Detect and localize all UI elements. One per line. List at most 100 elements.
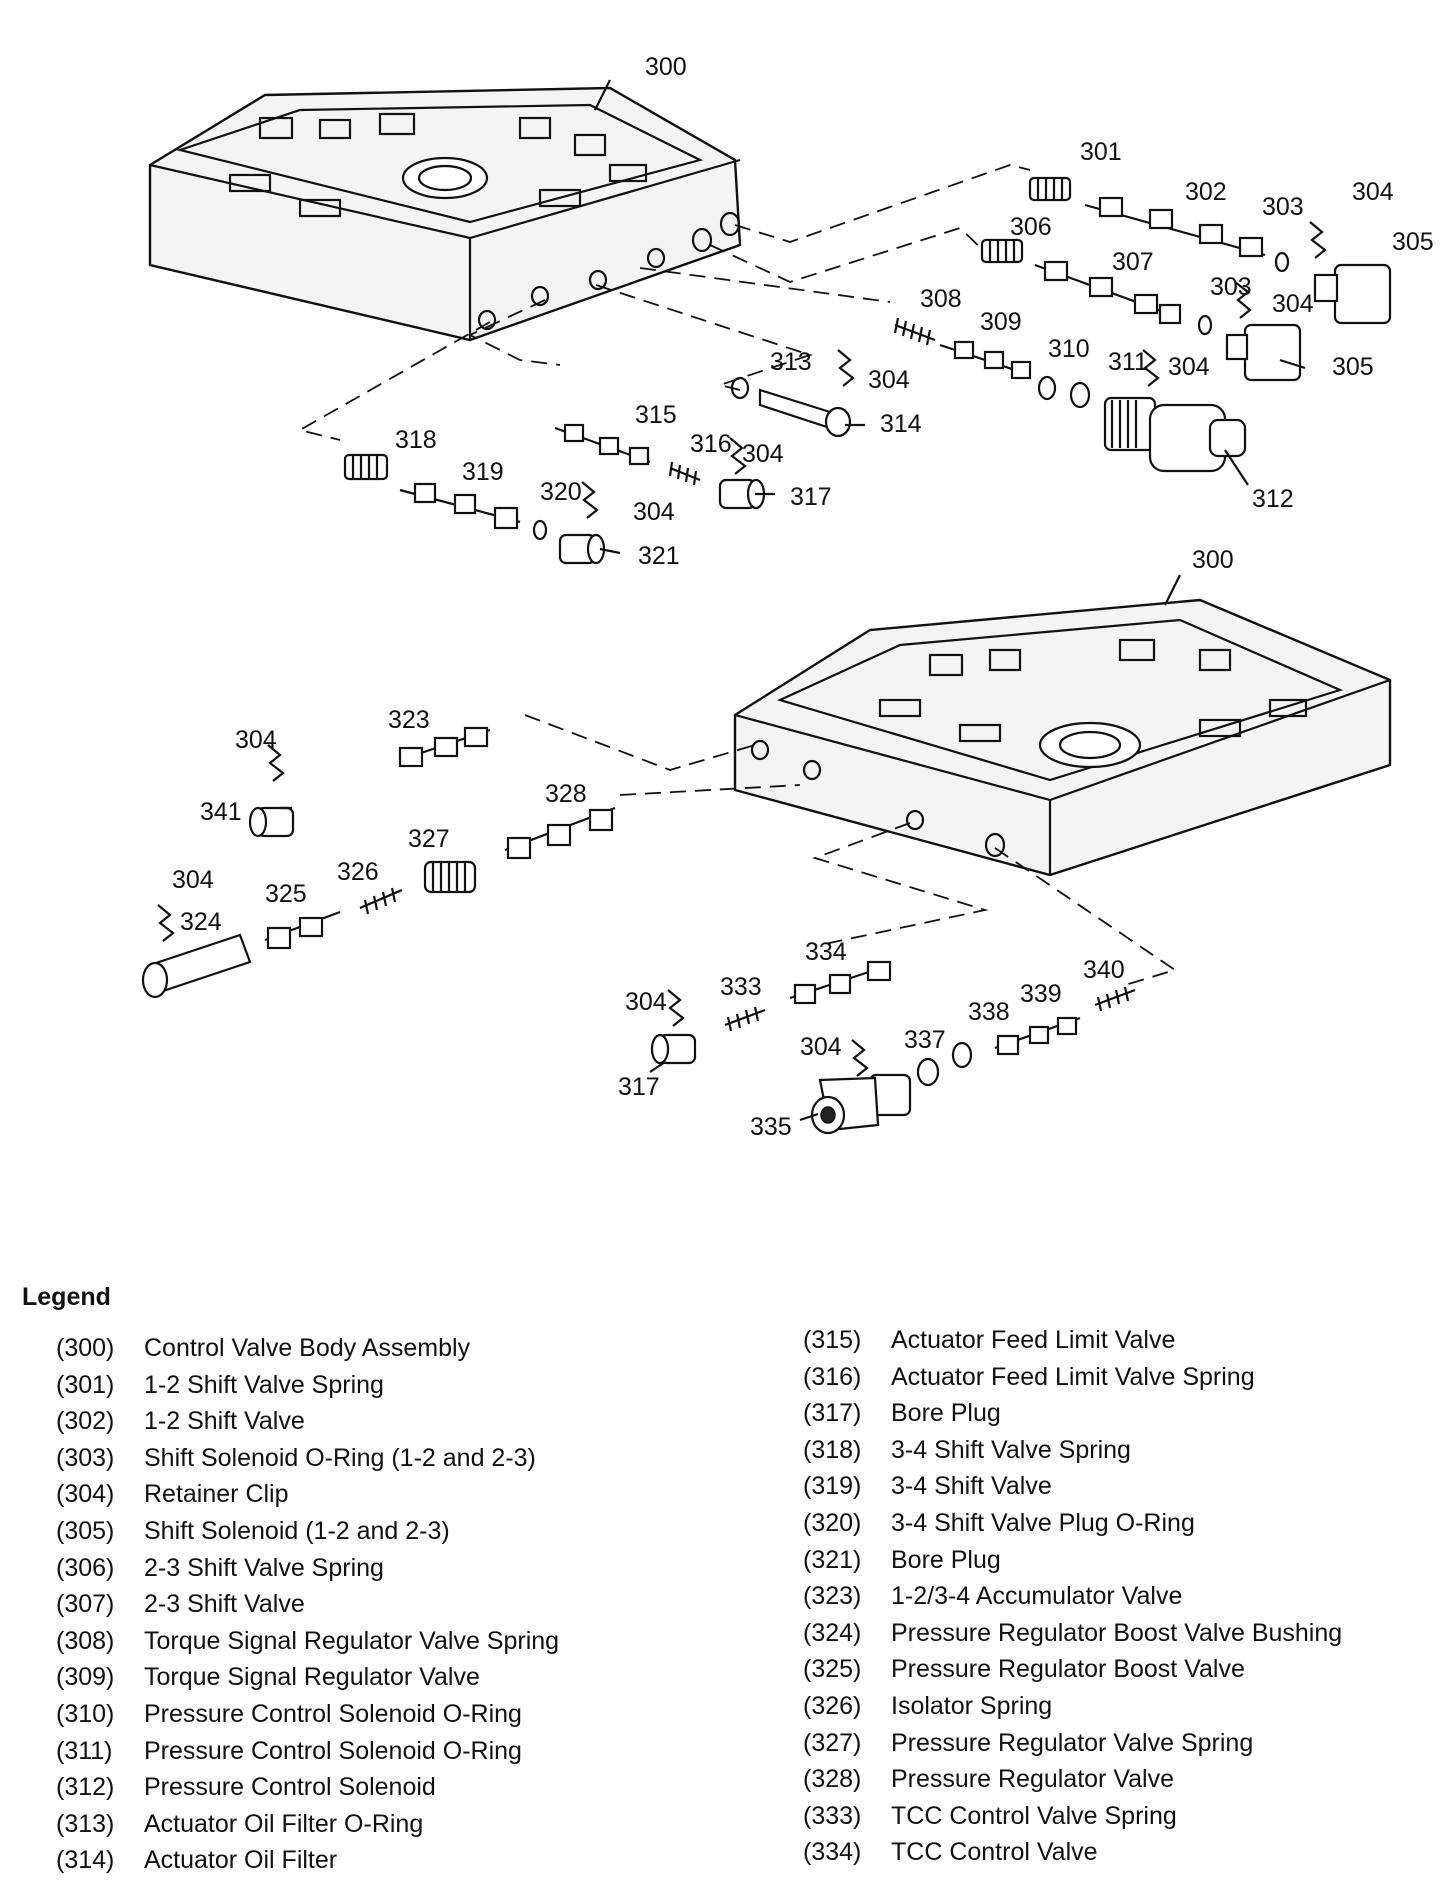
part-304-clip-f <box>581 481 599 519</box>
top-callout-315: 315 <box>635 401 677 429</box>
part-303-oring-b <box>1197 314 1213 336</box>
legend-item-label: Pressure Regulator Boost Valve Bushing <box>891 1618 1343 1647</box>
part-338-oring <box>951 1041 973 1069</box>
legend-item: (318) 3-4 Shift Valve Spring <box>803 1432 1342 1469</box>
legend-item-number: (304) <box>56 1480 115 1509</box>
callouts-top: 3003013023033043053063073033043053083093… <box>395 53 1434 570</box>
legend-item-label: 3-4 Shift Valve Spring <box>891 1435 1131 1464</box>
top-callout-305: 305 <box>1332 353 1374 381</box>
legend-title: Legend <box>22 1283 111 1311</box>
legend-item-number: (321) <box>803 1545 862 1574</box>
top-callout-311: 311 <box>1108 348 1148 376</box>
part-303-oring <box>1274 251 1290 273</box>
part-334-valve <box>789 960 892 1005</box>
legend-item-number: (305) <box>56 1516 115 1545</box>
legend-item: (313)Actuator Oil Filter O-Ring <box>56 1806 559 1843</box>
legend-item: (326) Isolator Spring <box>803 1688 1342 1725</box>
top-callout-313: 313 <box>770 348 812 376</box>
legend-item-number: (314) <box>56 1846 115 1875</box>
legend-item-label: Actuator Feed Limit Valve <box>891 1326 1176 1354</box>
legend-item: (305)Shift Solenoid (1-2 and 2-3) <box>56 1513 559 1550</box>
bottom-callout-324: 324 <box>180 908 222 936</box>
legend-item-label: 2-3 Shift Valve <box>144 1590 305 1619</box>
part-302-valve <box>1084 196 1266 258</box>
legend-item-number: (301) <box>56 1370 115 1399</box>
legend-item-label: Pressure Control Solenoid O-Ring <box>144 1699 522 1728</box>
part-304-clip-i <box>667 989 685 1027</box>
legend-item-label: 1-2 Shift Valve <box>144 1407 305 1436</box>
legend-item-number: (326) <box>803 1691 862 1720</box>
legend-item-label: 2-3 Shift Valve Spring <box>144 1553 384 1582</box>
part-333-spring <box>724 1006 766 1032</box>
part-315-valve <box>554 423 651 466</box>
bottom-callout-339: 339 <box>1020 980 1062 1008</box>
bottom-callout-304: 304 <box>235 726 277 754</box>
bottom-callout-304: 304 <box>172 866 214 894</box>
top-callout-308: 308 <box>920 285 962 313</box>
legend-item-label: Torque Signal Regulator Valve Spring <box>144 1626 560 1655</box>
part-326-spring <box>359 887 403 915</box>
part-335-solenoid <box>810 1073 912 1135</box>
top-callout-314: 314 <box>880 410 922 438</box>
part-306-spring <box>980 238 1024 264</box>
part-317-plug <box>718 478 766 510</box>
legend-item-number: (328) <box>803 1765 862 1794</box>
legend-item-label: 1-2 Shift Valve Spring <box>144 1370 384 1399</box>
part-327-spring <box>423 860 477 894</box>
part-325-valve <box>264 910 341 950</box>
legend-left-column: (300)Control Valve Body Assembly(301)1-2… <box>56 1330 559 1879</box>
legend-item-label: Torque Signal Regulator Valve <box>144 1663 480 1692</box>
top-callout-310: 310 <box>1048 335 1090 363</box>
part-304-clip-d <box>837 349 855 387</box>
legend-item-label: Isolator Spring <box>891 1691 1053 1720</box>
legend-item-label: Pressure Regulator Valve <box>891 1765 1175 1794</box>
legend-item-number: (316) <box>803 1362 862 1391</box>
part-304-clip <box>1309 221 1327 259</box>
legend-item-label: Shift Solenoid O-Ring (1-2 and 2-3) <box>144 1443 536 1472</box>
top-callout-303: 303 <box>1262 193 1304 221</box>
bottom-callout-341: 341 <box>200 798 242 826</box>
legend-item-label: Retainer Clip <box>144 1480 289 1509</box>
top-callout-304: 304 <box>1168 353 1210 381</box>
legend-item-number: (318) <box>803 1435 862 1464</box>
part-323-valve <box>398 726 491 768</box>
legend-item-label: Bore Plug <box>891 1545 1001 1574</box>
legend-item: (320)3-4 Shift Valve Plug O-Ring <box>803 1505 1342 1542</box>
bottom-callout-304: 304 <box>800 1033 842 1061</box>
top-callout-304: 304 <box>742 440 784 468</box>
legend-item: (311) Pressure Control Solenoid O-Ring <box>56 1733 559 1770</box>
legend-right-column: (315)Actuator Feed Limit Valve(316)Actua… <box>803 1322 1342 1871</box>
legend-item-label: TCC Control Valve <box>891 1838 1098 1867</box>
part-324-bushing <box>141 933 252 999</box>
top-callout-309: 309 <box>980 308 1022 336</box>
legend-item: (327)Pressure Regulator Valve Spring <box>803 1725 1342 1762</box>
legend-item: (321) Bore Plug <box>803 1542 1342 1579</box>
part-319-valve <box>399 482 521 530</box>
legend-item-label: Actuator Oil Filter <box>144 1846 338 1875</box>
part-305-solenoid-b <box>1225 323 1302 382</box>
part-309-valve <box>939 340 1032 380</box>
legend-item-number: (310) <box>56 1699 115 1728</box>
top-callout-316: 316 <box>690 430 732 458</box>
legend-item-label: Control Valve Body Assembly <box>144 1334 471 1362</box>
legend-item-number: (302) <box>56 1407 115 1436</box>
legend-item-number: (308) <box>56 1626 115 1655</box>
part-312-solenoid <box>1103 396 1247 473</box>
legend-item-label: Pressure Control Solenoid O-Ring <box>144 1736 522 1765</box>
legend-item: (323)1-2/3-4 Accumulator Valve <box>803 1578 1342 1615</box>
part-328-valve <box>504 806 616 860</box>
legend-item: (310) Pressure Control Solenoid O-Ring <box>56 1696 559 1733</box>
bottom-callout-323: 323 <box>388 706 430 734</box>
legend-item-number: (311) <box>56 1736 113 1765</box>
top-callout-304: 304 <box>1272 290 1314 318</box>
bottom-callout-340: 340 <box>1083 956 1125 984</box>
bottom-callout-304: 304 <box>625 988 667 1016</box>
bottom-callout-325: 325 <box>265 880 307 908</box>
legend-item-number: (312) <box>56 1773 115 1802</box>
top-callout-319: 319 <box>462 458 504 486</box>
legend-item: (301) 1-2 Shift Valve Spring <box>56 1367 559 1404</box>
legend-item-number: (313) <box>56 1809 115 1838</box>
legend-item: (309)Torque Signal Regulator Valve <box>56 1659 559 1696</box>
legend-item: (304) Retainer Clip <box>56 1476 559 1513</box>
part-304-clip-j <box>851 1039 869 1077</box>
